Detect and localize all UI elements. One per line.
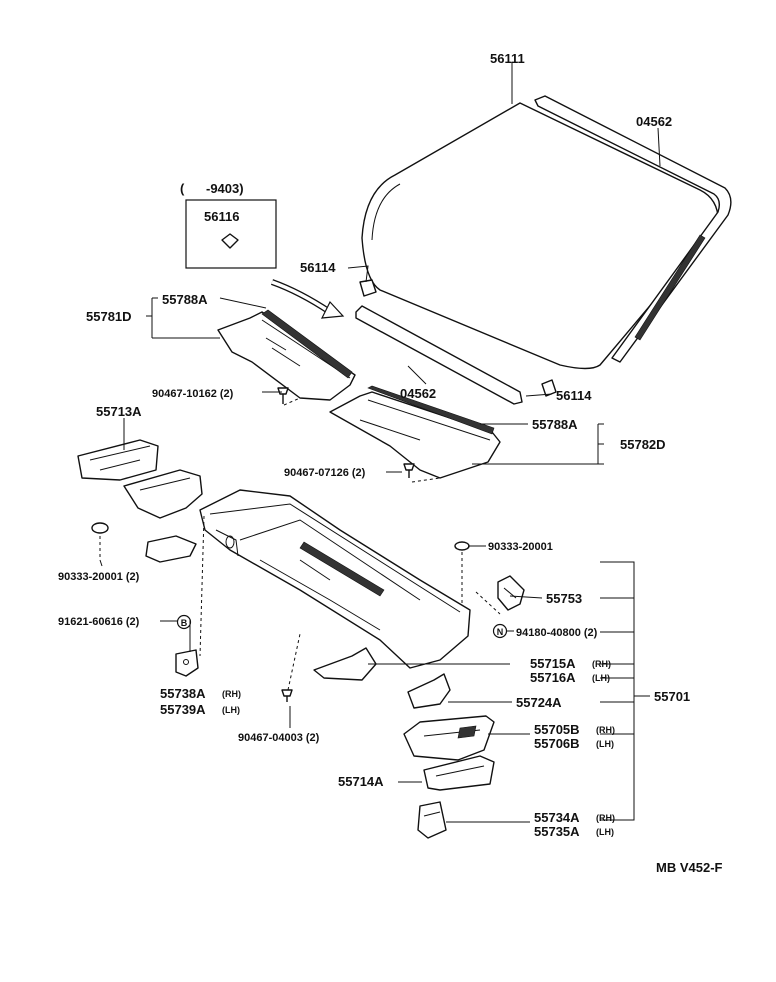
label-bolt: 91621-60616 (2) bbox=[58, 616, 140, 628]
clip-boxed-part[interactable] bbox=[221, 233, 239, 249]
label-cowl-right: 55782D bbox=[620, 437, 666, 452]
label-diagram-code: MB V452-F bbox=[656, 860, 723, 875]
label-plug-right: 90333-20001 bbox=[488, 541, 553, 553]
label-support-rh: 55715A bbox=[530, 656, 576, 671]
label-clip-upper: 56114 bbox=[300, 260, 336, 275]
clip-upper-part[interactable] bbox=[359, 279, 377, 297]
label-panel-rh-side: (RH) bbox=[596, 725, 615, 735]
label-panel-lh-side: (LH) bbox=[596, 739, 614, 749]
hinge-part[interactable] bbox=[175, 649, 199, 677]
label-pad-rh: 55734A bbox=[534, 810, 580, 825]
cowl-panel-right[interactable] bbox=[329, 385, 501, 479]
direction-arrow bbox=[270, 279, 345, 319]
label-windshield: 56111 bbox=[490, 51, 525, 66]
windshield-glass[interactable] bbox=[361, 102, 719, 370]
label-clip-boxed: 56116 bbox=[204, 209, 239, 224]
cowl-main-assembly[interactable] bbox=[199, 489, 471, 669]
label-plug-left: 90333-20001 (2) bbox=[58, 571, 140, 583]
variant-box bbox=[185, 199, 277, 269]
windshield-top-molding[interactable] bbox=[534, 95, 732, 363]
label-support-rh-side: (RH) bbox=[592, 659, 611, 669]
label-panel-lh: 55706B bbox=[534, 736, 580, 751]
label-hinge-lh-side: (LH) bbox=[222, 705, 240, 715]
plug-left-part[interactable] bbox=[91, 522, 109, 534]
pad-part[interactable] bbox=[417, 801, 447, 839]
nut-marker: N bbox=[492, 623, 508, 639]
label-hinge-rh-side: (RH) bbox=[222, 689, 241, 699]
clip-lower-part[interactable] bbox=[541, 379, 557, 397]
clip-bottom-part[interactable] bbox=[281, 689, 293, 702]
label-cowl-left: 55781D bbox=[86, 309, 132, 324]
small-bracket-part[interactable] bbox=[145, 535, 197, 563]
label-clip-bottom: 90467-04003 (2) bbox=[238, 732, 320, 744]
label-date-range: ( -9403) bbox=[180, 181, 244, 196]
label-support-lh-side: (LH) bbox=[592, 673, 610, 683]
label-assembly: 55701 bbox=[654, 689, 690, 704]
label-clip-lower: 56114 bbox=[556, 388, 592, 403]
label-brace: 55713A bbox=[96, 404, 142, 419]
label-support-lh: 55716A bbox=[530, 670, 576, 685]
label-molding-top: 04562 bbox=[636, 114, 672, 129]
svg-text:B: B bbox=[181, 618, 188, 628]
windshield-lower-molding[interactable] bbox=[355, 305, 523, 405]
screw-left-part[interactable] bbox=[277, 387, 289, 404]
svg-text:N: N bbox=[497, 627, 504, 637]
label-pad-lh: 55735A bbox=[534, 824, 580, 839]
label-pad-lh-side: (LH) bbox=[596, 827, 614, 837]
side-brace-part[interactable] bbox=[77, 439, 203, 519]
lower-brace-part[interactable] bbox=[423, 755, 495, 791]
label-hinge-lh: 55739A bbox=[160, 702, 206, 717]
label-lower-brace: 55714A bbox=[338, 774, 384, 789]
label-screw-right: 90467-07126 (2) bbox=[284, 467, 366, 479]
leader-lines bbox=[99, 62, 661, 823]
label-nut: 94180-40800 (2) bbox=[516, 627, 598, 639]
bracket-part[interactable] bbox=[497, 575, 525, 611]
label-screw-left: 90467-10162 (2) bbox=[152, 388, 234, 400]
label-reinf: 55724A bbox=[516, 695, 562, 710]
label-louver-right: 55788A bbox=[532, 417, 578, 432]
plug-right-part[interactable] bbox=[454, 541, 470, 551]
label-pad-rh-side: (RH) bbox=[596, 813, 615, 823]
bolt-marker: B bbox=[176, 614, 192, 630]
side-panel-part[interactable] bbox=[403, 715, 495, 761]
label-bracket: 55753 bbox=[546, 591, 582, 606]
reinforcement-part[interactable] bbox=[407, 673, 451, 709]
support-part[interactable] bbox=[313, 647, 377, 681]
label-hinge-rh: 55738A bbox=[160, 686, 206, 701]
screw-right-part[interactable] bbox=[403, 463, 415, 478]
label-louver-left: 55788A bbox=[162, 292, 208, 307]
label-panel-rh: 55705B bbox=[534, 722, 580, 737]
label-molding-lower: 04562 bbox=[400, 386, 436, 401]
cowl-panel-left[interactable] bbox=[217, 309, 356, 401]
